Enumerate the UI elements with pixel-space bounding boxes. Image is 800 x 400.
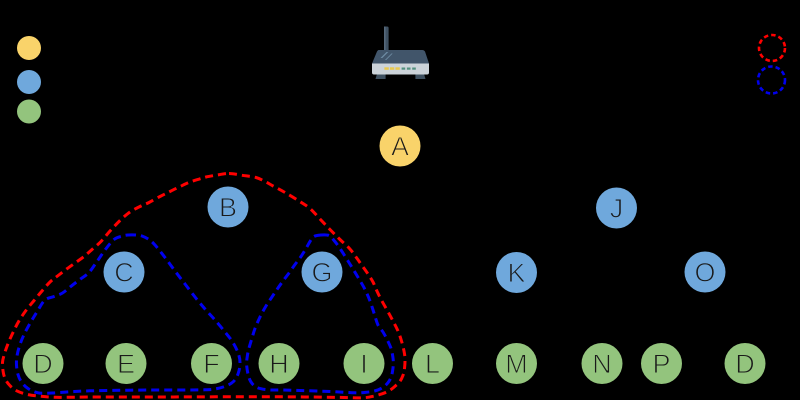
svg-text:H: H bbox=[269, 349, 289, 379]
svg-text:K: K bbox=[507, 258, 525, 288]
svg-text:A: A bbox=[391, 132, 409, 162]
svg-text:L: L bbox=[425, 349, 440, 379]
svg-text:N: N bbox=[592, 349, 612, 379]
svg-text:C: C bbox=[114, 258, 134, 288]
svg-text:B: B bbox=[219, 193, 237, 223]
svg-text:P: P bbox=[652, 349, 670, 379]
svg-text:M: M bbox=[505, 349, 528, 379]
svg-text:E: E bbox=[117, 349, 135, 379]
svg-text:I: I bbox=[360, 349, 368, 379]
svg-text:D: D bbox=[33, 349, 53, 379]
svg-text:J: J bbox=[610, 194, 624, 224]
svg-text:O: O bbox=[694, 258, 715, 288]
svg-text:D: D bbox=[735, 349, 755, 379]
svg-text:F: F bbox=[203, 349, 220, 379]
svg-text:G: G bbox=[311, 258, 332, 288]
